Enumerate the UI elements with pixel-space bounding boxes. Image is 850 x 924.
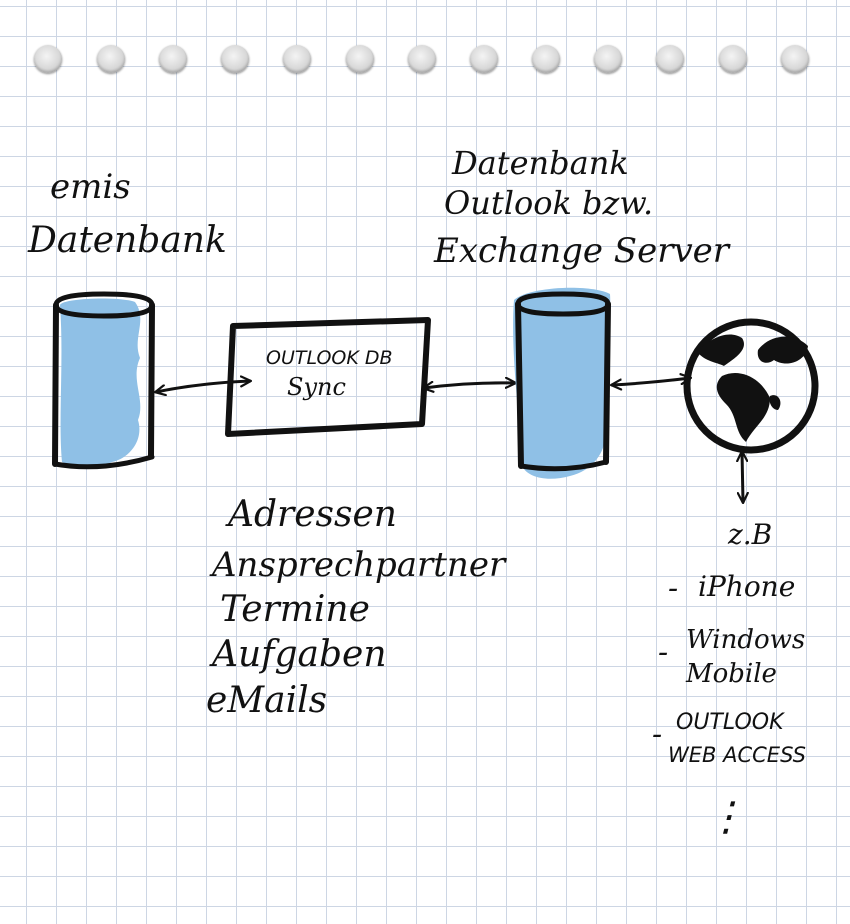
arrow-web-devices xyxy=(742,452,743,502)
example-label: z.B xyxy=(727,518,772,551)
left-db-label-line2: Datenbank xyxy=(27,220,227,261)
binder-holes xyxy=(0,0,850,100)
arrow-server-web xyxy=(612,378,690,385)
database-icon xyxy=(52,291,155,470)
binder-hole xyxy=(781,45,809,73)
binder-hole xyxy=(97,45,125,73)
arrow-db-sync xyxy=(156,381,250,392)
list-item: Adressen xyxy=(225,494,397,535)
binder-hole xyxy=(283,45,311,73)
binder-hole xyxy=(719,45,747,73)
sync-box-label-line2: Sync xyxy=(287,373,346,401)
binder-hole xyxy=(470,45,498,73)
right-db-label-line3: Exchange Server xyxy=(433,231,731,271)
device-label: WEB ACCESS xyxy=(668,743,806,767)
binder-hole xyxy=(408,45,436,73)
binder-hole xyxy=(346,45,374,73)
binder-hole xyxy=(159,45,187,73)
device-dash: - xyxy=(668,571,678,606)
binder-hole xyxy=(221,45,249,73)
binder-hole xyxy=(656,45,684,73)
list-item: Aufgaben xyxy=(209,634,387,675)
more-devices-ellipsis: ⋮ xyxy=(706,794,746,840)
right-db-label-line2: Outlook bzw. xyxy=(444,184,653,222)
list-item: Ansprechpartner xyxy=(209,545,507,585)
left-db-label-line1: emis xyxy=(50,167,131,207)
synced-data-list: Adressen Ansprechpartner Termine Aufgabe… xyxy=(206,494,507,721)
binder-hole xyxy=(34,45,62,73)
sync-box-label-line1: OUTLOOK DB xyxy=(266,347,393,369)
globe-icon xyxy=(683,318,819,454)
list-item: Termine xyxy=(220,589,370,630)
device-dash: - xyxy=(658,635,668,670)
binder-hole xyxy=(594,45,622,73)
arrow-sync-server xyxy=(424,383,515,388)
right-db-label-line1: Datenbank xyxy=(451,144,629,182)
list-item: eMails xyxy=(206,680,327,721)
device-label: OUTLOOK xyxy=(676,710,785,735)
device-dash: - xyxy=(652,717,662,752)
database-icon xyxy=(513,287,611,479)
device-list: - iPhone - Windows Mobile - OUTLOOK WEB … xyxy=(652,570,806,767)
device-label: iPhone xyxy=(698,570,795,603)
binder-hole xyxy=(532,45,560,73)
sync-box xyxy=(225,317,431,437)
device-label: Mobile xyxy=(685,659,777,689)
device-label: Windows xyxy=(686,625,805,655)
